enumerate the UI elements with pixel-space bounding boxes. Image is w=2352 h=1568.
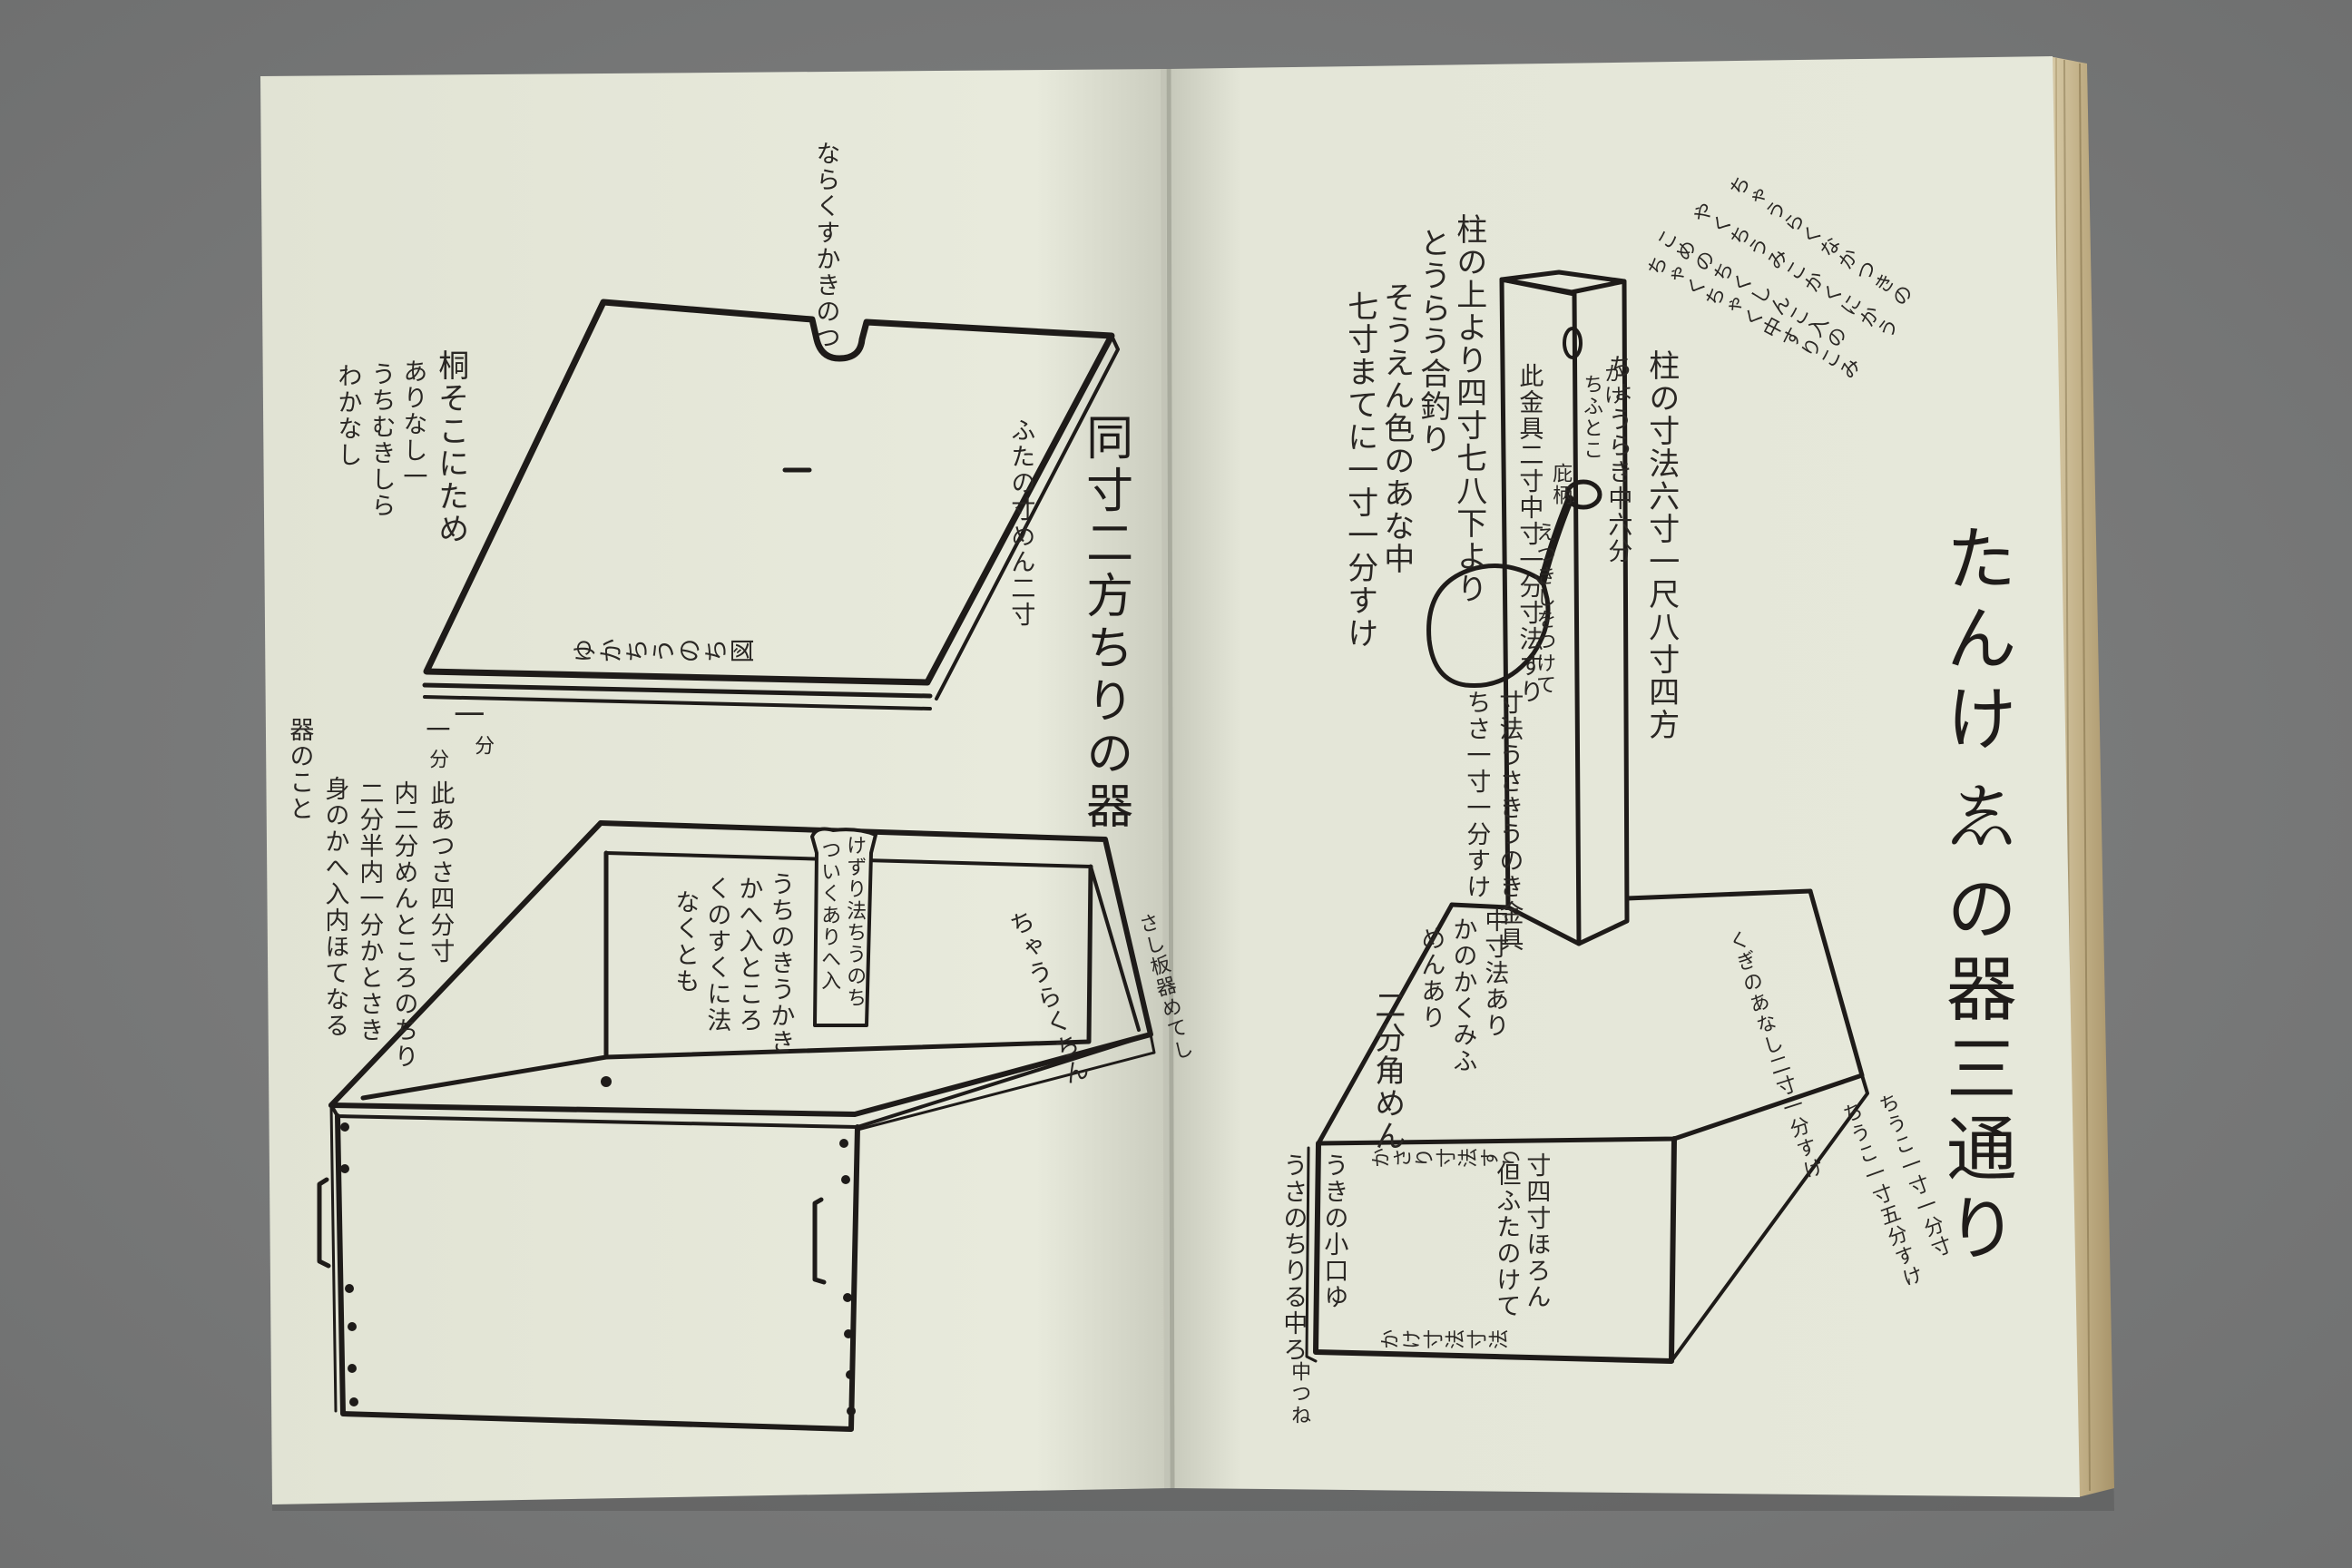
left-heading: 同寸二方ちりの器 — [1077, 413, 1132, 834]
lid-drawing — [422, 299, 1120, 710]
inner-note-a: うちのきうかき — [766, 871, 795, 1055]
base-front-d: うきの小口ゆ — [1319, 1152, 1348, 1310]
base-bottom-label-b: かけ寸法寸法 — [1379, 1329, 1510, 1353]
hanger-label: 庇柄 — [1549, 463, 1573, 506]
note-d: わかなし — [333, 363, 362, 468]
base-front-a: 寸四寸ほろん — [1522, 1152, 1551, 1310]
box-note-d: 身のかへ入内ほてなる — [320, 776, 349, 1039]
pillar-length-note: 七寸まてに一寸一分すけ — [1341, 290, 1378, 650]
lid-edge-note: ゆかちうのち図 — [572, 639, 756, 668]
base-corner-note: 二分角めん — [1368, 989, 1406, 1152]
pillar-top-note: 柱の上より四寸七八下より — [1450, 213, 1487, 605]
box-nail-dots — [340, 1076, 856, 1416]
base-note-a: 中寸法あり — [1480, 907, 1509, 1039]
box-note-a: 此あつさ四分寸 — [426, 780, 455, 965]
pillar-size-note: 柱の寸法六寸一尺八寸四方 — [1642, 349, 1680, 741]
box-note-b: 内二分めんところのちり — [389, 780, 418, 1070]
left-page — [260, 69, 1172, 1504]
note-a: 桐そこにため — [432, 349, 469, 545]
measure-a: 一 — [447, 699, 485, 731]
base-note-c: めんあり — [1416, 926, 1446, 1031]
measure-c: 一 — [421, 717, 450, 743]
pillar-inner-note: ちょうらき中六分 — [1603, 354, 1632, 564]
lid-top-note: ならくすかきのつ — [811, 141, 840, 351]
measure-b: 分 — [471, 735, 495, 757]
base-front-c: うさのちりる中ろ — [1279, 1152, 1308, 1363]
inner-note-c: くのすくに法 — [702, 876, 731, 1034]
base-note-b: かのかくみふ — [1448, 916, 1477, 1074]
box-note-e: 器のこと — [285, 717, 314, 822]
pillar-line-a: 此金具二寸中寸一分寸法すり — [1514, 363, 1544, 705]
lid-label: ふたの寸めん二寸 — [1006, 417, 1035, 628]
hook-note-b: ちふとこ — [1580, 374, 1603, 461]
tab-note-a: けずり法ちうのち — [843, 835, 867, 1009]
base-front-b: 但ふたのけて — [1492, 1161, 1521, 1319]
tab-note-b: ついくありへ入 — [818, 839, 841, 992]
base-drawing — [1305, 888, 1869, 1364]
bottom-note: 寸法うさきうのき金具 — [1494, 690, 1524, 953]
box-drawing — [317, 820, 1156, 1432]
page-title: たんけ𛁈の器三通り — [1934, 522, 2016, 1271]
bottom-note-b: ちさ一寸一分すけ — [1462, 690, 1491, 900]
pillar-line-b: えつきしをつけて — [1533, 522, 1556, 696]
measure-d: 分 — [426, 749, 449, 770]
base-bottom-label: かさり寸法すり — [1370, 1148, 1523, 1171]
note-c: うちむきしら — [367, 361, 396, 519]
pillar-dent-note: そうえん色のあな中 — [1377, 281, 1415, 575]
inner-note-b: かへ入ところ — [734, 876, 763, 1034]
box-note-c: 二分半内一分かとさき — [355, 780, 384, 1044]
note-b: ありなし一 — [398, 358, 427, 490]
inner-note-d: なくとも — [671, 889, 700, 995]
pillar-hole-note: とうらう合釣り — [1414, 227, 1451, 456]
bottom-corner-note: 中つね — [1288, 1361, 1311, 1426]
hook-note: かけ — [1601, 363, 1624, 407]
